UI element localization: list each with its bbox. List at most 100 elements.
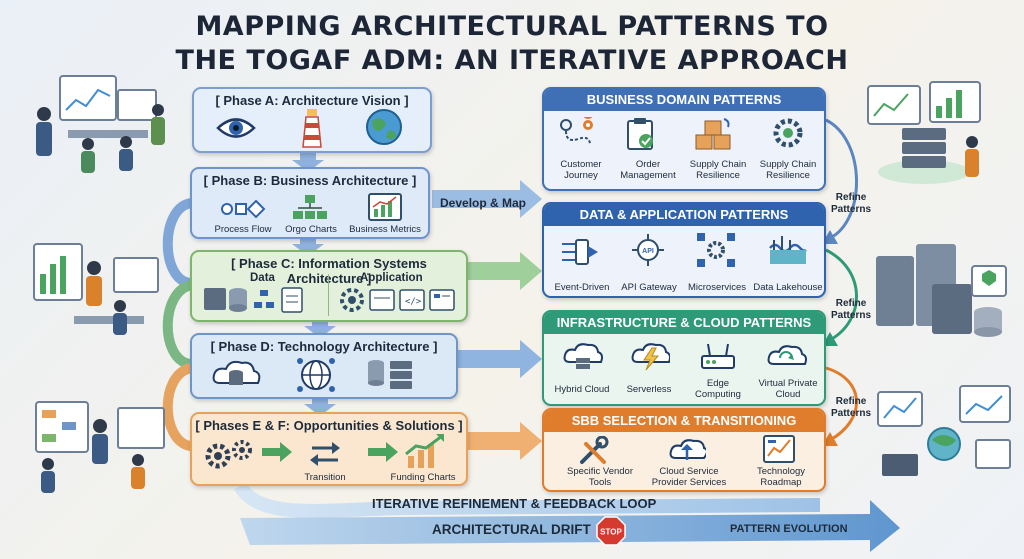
phase-ef-title: [ Phases E & F: Opportunities & Solution… [195, 418, 463, 433]
phase-d-box: [ Phase D: Technology Architecture ] [190, 333, 458, 399]
develop-map-arrow [432, 180, 542, 218]
roadmap-icon [763, 435, 795, 463]
loop-b-c [162, 198, 197, 288]
arrow-down-a [292, 152, 324, 172]
api-badge-text: API [642, 248, 654, 255]
pattern-evolution-arrow [240, 500, 900, 552]
customer-journey-icon [560, 117, 593, 146]
supply-chain-resilience-label-1: Supply Chain Resilience [689, 159, 747, 181]
progress-arrow-icon [262, 442, 292, 462]
arrow-down-b [292, 238, 324, 256]
customer-journey-label: Customer Journey [560, 159, 602, 181]
application-icons: </> [340, 288, 455, 312]
arrow-down-d [304, 398, 336, 416]
team-whiteboard-illustration-2 [33, 243, 159, 335]
funding-charts-label: Funding Charts [390, 472, 456, 483]
loop-d-ef [162, 363, 197, 451]
stop-sign-icon: STOP [596, 516, 626, 546]
edge-computing-label: Edge Computing [695, 378, 741, 400]
data-icons [204, 287, 303, 313]
server-storage-icon [368, 360, 412, 389]
refine-curve-2 [825, 248, 858, 342]
event-driven-label: Event-Driven [554, 282, 610, 293]
server-dashboard-illustration [867, 81, 981, 184]
edge-computing-icon [701, 343, 735, 369]
title-line-1: MAPPING ARCHITECTURAL PATTERNS TO [195, 11, 829, 42]
global-network-illustration [877, 385, 1011, 476]
stop-sign-text: STOP [600, 528, 622, 537]
event-driven-icon [562, 239, 598, 265]
transition-icon [310, 442, 340, 466]
data-application-patterns-box: DATA & APPLICATION PATTERNS API Event-Dr… [542, 202, 826, 298]
loop-c-d [162, 280, 197, 369]
order-management-icon [627, 118, 653, 150]
sbb-selection-transitioning-title: SBB SELECTION & TRANSITIONING [544, 410, 824, 432]
infrastructure-cloud-patterns-box: INFRASTRUCTURE & CLOUD PATTERNS Hybrid C… [542, 310, 826, 406]
order-management-label: Order Management [620, 159, 676, 181]
phase-ef-box: [ Phases E & F: Opportunities & Solution… [190, 412, 468, 486]
cloud-database-icon [212, 360, 261, 385]
microservices-icon [697, 233, 735, 267]
gears-icon [205, 440, 252, 469]
lighthouse-icon [302, 109, 322, 148]
network-globe-icon [297, 358, 335, 392]
data-label: Data [250, 272, 275, 284]
refine-patterns-label-1: Refine Patterns [830, 192, 871, 215]
phase-b-box: [ Phase B: Business Architecture ] Proce… [190, 167, 430, 239]
business-domain-patterns-box: BUSINESS DOMAIN PATTERNS Customer Journe… [542, 87, 826, 191]
svg-text:</>: </> [405, 297, 422, 307]
phase-c-box: [ Phase C: Information Systems Architect… [190, 250, 468, 322]
phase-a-title: [ Phase A: Architecture Vision ] [215, 93, 409, 108]
cloud-upload-icon [669, 439, 706, 460]
supply-chain-resilience-label-2: Supply Chain Resilience [759, 159, 817, 181]
cloud-service-provider-label: Cloud Service Provider Services [651, 466, 727, 488]
phase-a-box: [ Phase A: Architecture Vision ] [192, 87, 432, 153]
pattern-evolution-label: PATTERN EVOLUTION [730, 523, 848, 535]
arrow-ef-right [468, 422, 542, 460]
data-lakehouse-label: Data Lakehouse [753, 282, 823, 293]
data-lakehouse-icon [769, 236, 807, 264]
org-charts-label: Orgo Charts [285, 224, 337, 235]
business-domain-patterns-title: BUSINESS DOMAIN PATTERNS [544, 89, 824, 111]
application-label: Application [360, 272, 423, 284]
specific-vendor-tools-label: Specific Vendor Tools [566, 466, 633, 488]
iterative-loop-band [233, 481, 821, 518]
business-metrics-label: Business Metrics [349, 224, 421, 235]
phase-d-title: [ Phase D: Technology Architecture ] [210, 339, 438, 354]
team-whiteboard-illustration-1 [36, 75, 165, 173]
hybrid-cloud-icon [563, 343, 603, 369]
arrow-d-right [458, 340, 542, 378]
vpc-cloud-icon [767, 345, 807, 365]
refine-patterns-label-2: Refine Patterns [830, 298, 871, 321]
technology-roadmap-label: Technology Roadmap [756, 466, 806, 488]
page-title: MAPPING ARCHITECTURAL PATTERNS TO THE TO… [140, 10, 884, 78]
title-line-2: THE TOGAF ADM: AN ITERATIVE APPROACH [175, 45, 849, 76]
funding-chart-icon [405, 434, 444, 468]
refine-curve-3 [825, 366, 858, 442]
serverless-icon [631, 343, 670, 371]
develop-map-label: Develop & Map [440, 196, 527, 210]
process-flow-label: Process Flow [214, 224, 272, 235]
infrastructure-cloud-patterns-title: INFRASTRUCTURE & CLOUD PATTERNS [544, 312, 824, 334]
wrench-screwdriver-icon [580, 436, 609, 464]
supply-chain-gear-icon [773, 118, 803, 148]
server-racks-illustration [876, 244, 1007, 337]
architectural-drift-label: ARCHITECTURAL DRIFT [432, 522, 591, 537]
transition-label: Transition [304, 472, 346, 483]
business-metrics-icon [368, 193, 402, 221]
arrow-down-c [304, 320, 336, 338]
eye-icon [216, 118, 256, 138]
data-application-patterns-title: DATA & APPLICATION PATTERNS [544, 204, 824, 226]
progress-arrow-icon-2 [368, 442, 398, 462]
sbb-selection-transitioning-box: SBB SELECTION & TRANSITIONING Specific V… [542, 408, 826, 492]
virtual-private-cloud-label: Virtual Private Cloud [758, 378, 818, 400]
refine-patterns-label-3: Refine Patterns [830, 396, 871, 419]
phase-b-title: [ Phase B: Business Architecture ] [203, 173, 417, 188]
team-whiteboard-illustration-3 [35, 401, 165, 493]
serverless-label: Serverless [626, 384, 672, 395]
api-gateway-icon: API [632, 234, 664, 266]
phase-c-title: [ Phase C: Information Systems Architect… [231, 256, 427, 286]
org-chart-icon [293, 195, 327, 219]
globe-icon [366, 109, 402, 145]
